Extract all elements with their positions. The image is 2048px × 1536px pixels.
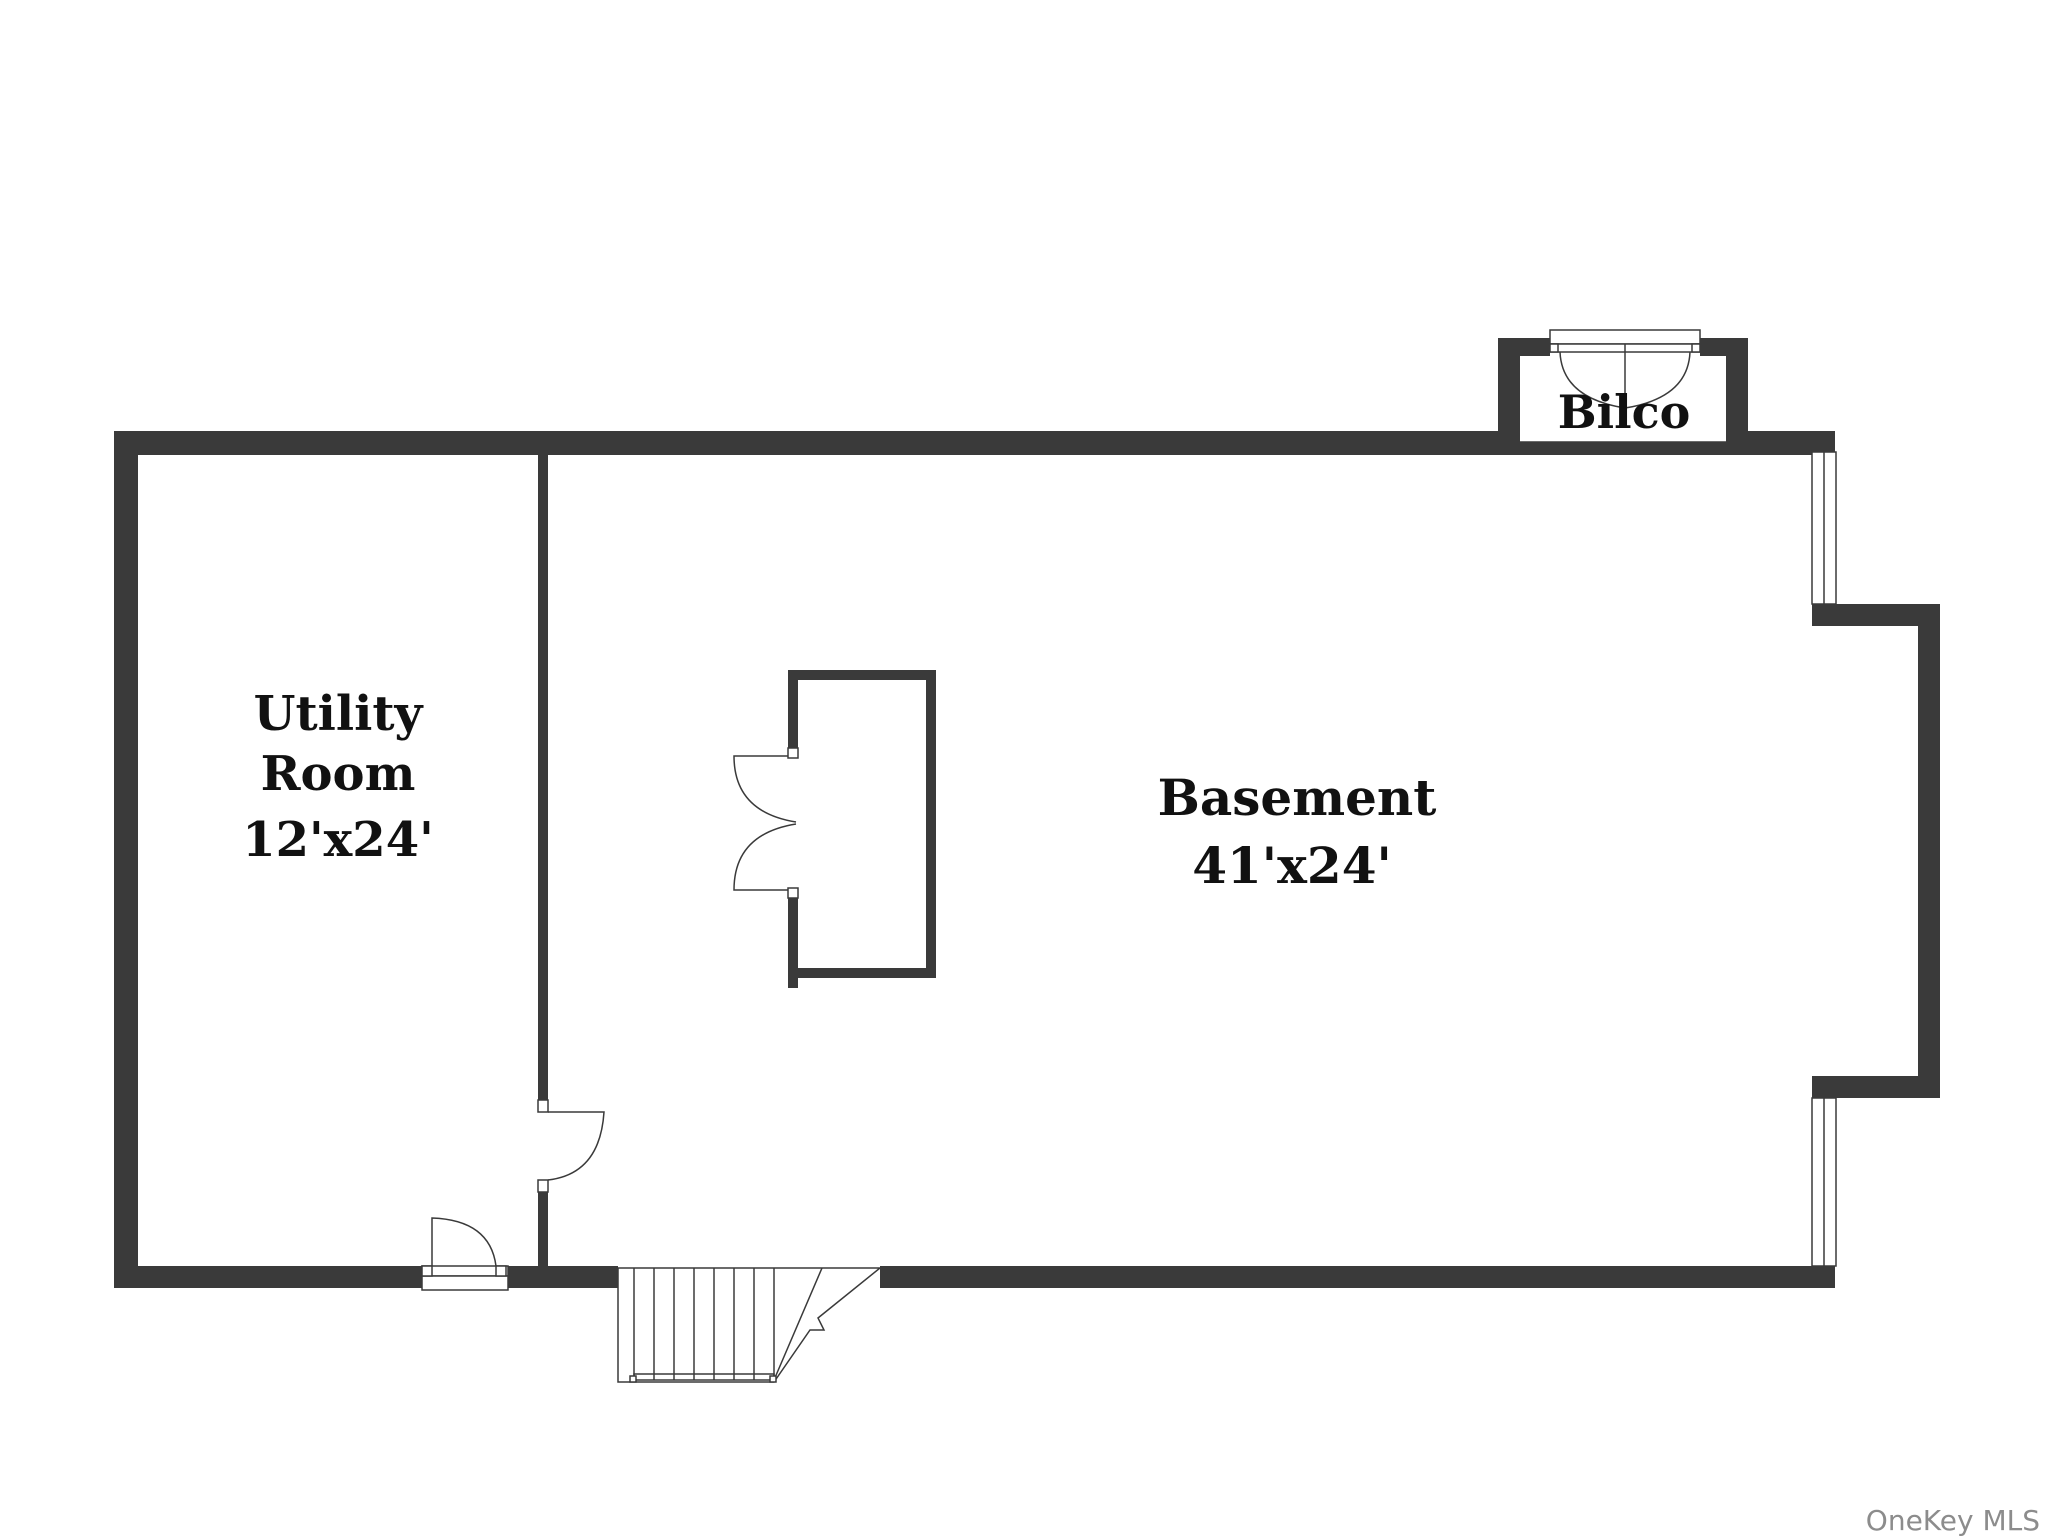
bottom-wall-left — [114, 1266, 422, 1288]
closet-top — [788, 670, 936, 680]
bump-out-walls — [1812, 604, 1940, 1098]
closet-bottom — [788, 968, 936, 978]
onekey-mls-watermark: OneKey MLS — [1866, 1504, 2040, 1536]
right-window-upper — [1811, 451, 1837, 605]
bilco-door — [1549, 329, 1701, 410]
closet-walls — [788, 670, 936, 988]
right-wall-upper — [1811, 431, 1835, 455]
partition-door — [537, 1099, 605, 1193]
basement-dimensions: 41'x24' — [1192, 836, 1392, 895]
bilco-alcove — [1498, 338, 1748, 455]
bilco-label: Bilco — [1558, 385, 1691, 439]
utility-exterior-door — [421, 1217, 509, 1291]
utility-room-name-line1: Utility — [254, 686, 425, 742]
bilco-wall-top-left — [1498, 338, 1550, 356]
utility-room-name-line2: Room — [261, 746, 416, 802]
closet-left-upper — [788, 670, 798, 756]
bilco-opening — [1520, 356, 1726, 442]
right-wall-lower — [1811, 1266, 1835, 1288]
closet-right — [926, 670, 936, 978]
bilco-wall-left — [1498, 338, 1520, 455]
partition-upper — [538, 452, 548, 1108]
bump-wall-top — [1812, 604, 1940, 626]
bump-wall-right — [1918, 604, 1940, 1098]
bottom-wall-right — [880, 1266, 1835, 1288]
closet-left-lower — [788, 896, 798, 988]
left-wall — [114, 431, 138, 1288]
bilco-wall-top-right — [1700, 338, 1748, 356]
stairs — [617, 1267, 883, 1383]
partition-lower — [538, 1188, 548, 1268]
closet-doors — [733, 747, 799, 899]
utility-room-dimensions: 12'x24' — [242, 812, 434, 868]
basement-name: Basement — [1158, 768, 1437, 827]
bilco-wall-right — [1726, 338, 1748, 455]
bottom-wall-mid — [508, 1266, 618, 1288]
right-window-lower — [1811, 1097, 1837, 1267]
bump-wall-bottom — [1812, 1076, 1940, 1098]
partition-wall — [538, 452, 548, 1268]
